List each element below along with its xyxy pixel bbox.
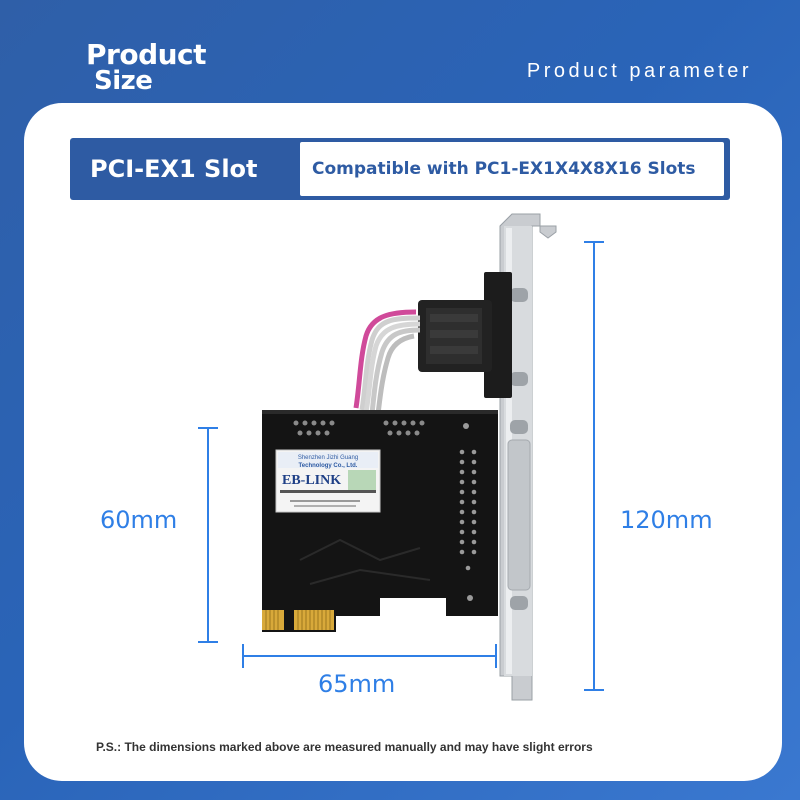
serial-connector <box>418 272 512 398</box>
page-subtitle: Product parameter <box>526 60 752 82</box>
width-label: 65mm <box>318 670 396 698</box>
metal-bracket <box>499 213 557 701</box>
ribbon-cable <box>353 309 421 415</box>
brand-logo: EB-LINK <box>282 473 341 488</box>
sticker-line-1: Shenzhen Jizhi Guang <box>298 455 358 461</box>
slot-label: PCI-EX1 Slot <box>90 155 258 183</box>
label-sticker: Shenzhen Jizhi Guang Technology Co., Ltd… <box>275 449 381 513</box>
sticker-line-2: Technology Co., Ltd. <box>299 463 358 469</box>
bracket-height-label: 120mm <box>620 506 713 534</box>
height-dimension-line <box>198 427 218 643</box>
measurement-note: P.S.: The dimensions marked above are me… <box>96 740 593 754</box>
slot-banner: PCI-EX1 Slot Compatible with PC1-EX1X4X8… <box>70 138 730 200</box>
pcb-board <box>262 410 498 632</box>
bracket-dimension-line <box>584 241 604 691</box>
compatibility-text: Compatible with PC1-EX1X4X8X16 Slots <box>312 159 696 179</box>
page-title: Product Size <box>86 38 207 96</box>
title-line-1: Product <box>86 38 207 71</box>
height-label: 60mm <box>100 506 178 534</box>
title-line-2: Size <box>94 66 153 96</box>
width-dimension-line <box>242 644 497 668</box>
compatibility-box: Compatible with PC1-EX1X4X8X16 Slots <box>300 142 724 196</box>
